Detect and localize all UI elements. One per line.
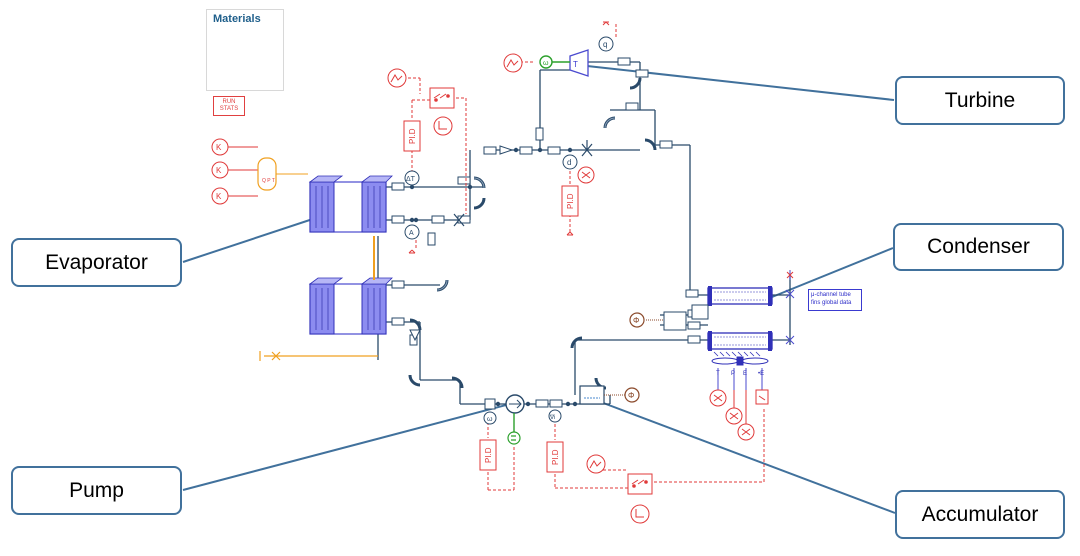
k-source-2: K bbox=[211, 161, 229, 179]
blue-signal-lines bbox=[717, 368, 763, 390]
area-sensor: A bbox=[404, 224, 420, 240]
torque-source bbox=[507, 431, 521, 445]
pump bbox=[484, 394, 525, 432]
turbine-speed-label: ω bbox=[543, 60, 549, 67]
callout-accumulator: Accumulator bbox=[895, 490, 1065, 539]
turbine-leader bbox=[577, 64, 895, 101]
callout-accumulator-label: Accumulator bbox=[921, 502, 1039, 526]
junction-dots bbox=[409, 147, 578, 407]
valve-evap bbox=[453, 213, 465, 227]
pipe-bends-outline bbox=[436, 117, 616, 291]
svg-text:Φ: Φ bbox=[633, 316, 639, 325]
actuators bbox=[577, 166, 769, 441]
svg-text:Q P T: Q P T bbox=[262, 178, 275, 184]
evaporator-lower bbox=[308, 277, 393, 335]
accumulator bbox=[579, 385, 625, 405]
process-piping bbox=[377, 61, 791, 405]
callout-evaporator-label: Evaporator bbox=[45, 250, 148, 274]
svg-text:q: q bbox=[603, 40, 607, 49]
step-source-1 bbox=[433, 116, 453, 136]
flux-sensor-1: Φ bbox=[629, 312, 645, 328]
svg-text:PI.D: PI.D bbox=[551, 449, 560, 465]
callout-turbine-label: Turbine bbox=[944, 88, 1016, 112]
omega-sensor: ω bbox=[483, 411, 497, 425]
pid-controller-1: PI.D bbox=[403, 120, 421, 152]
control-signal-lines bbox=[398, 24, 765, 491]
pid-controller-3: PI.D bbox=[479, 439, 497, 471]
svg-text:•E: •E bbox=[758, 371, 764, 377]
svg-text:Φ: Φ bbox=[628, 391, 634, 400]
svg-text:PI.D: PI.D bbox=[566, 193, 575, 209]
control-signal-lines-solid bbox=[226, 146, 763, 424]
accumulator-leader bbox=[597, 400, 896, 514]
ramp-source-1 bbox=[387, 68, 407, 88]
pid-controller-2: PI.D bbox=[561, 185, 579, 217]
condenser-lower bbox=[707, 331, 773, 357]
condenser-leader bbox=[771, 247, 894, 298]
pump-leader bbox=[182, 403, 511, 491]
callout-evaporator: Evaporator bbox=[11, 238, 182, 287]
condenser-fan bbox=[711, 356, 769, 366]
svg-text:PI.D: PI.D bbox=[484, 447, 493, 463]
ramp-source-3 bbox=[586, 454, 606, 474]
condenser-upper bbox=[707, 286, 773, 306]
pid-controller-4: PI.D bbox=[546, 441, 564, 473]
run-stats-button[interactable]: RUN STATS bbox=[213, 96, 245, 116]
cond-input-labels: T P E •E bbox=[716, 371, 764, 377]
valve-upper bbox=[581, 140, 593, 157]
svg-text:T: T bbox=[716, 371, 720, 377]
switch-lower bbox=[627, 473, 653, 495]
delta-t-sensor: ΔT bbox=[404, 170, 420, 186]
callout-condenser: Condenser bbox=[893, 223, 1064, 271]
svg-text:d: d bbox=[567, 158, 571, 167]
svg-text:K: K bbox=[216, 166, 222, 175]
svg-text:ΔT: ΔT bbox=[406, 176, 416, 183]
callout-leaders bbox=[182, 64, 896, 514]
d-sensor: d bbox=[562, 154, 578, 170]
callout-pump: Pump bbox=[11, 466, 182, 515]
turbine: T ω bbox=[539, 49, 589, 77]
condenser-note: μ-channel tube fins global data bbox=[808, 289, 862, 311]
callout-turbine: Turbine bbox=[895, 76, 1065, 125]
svg-text:A: A bbox=[409, 230, 414, 237]
callout-condenser-label: Condenser bbox=[927, 235, 1030, 258]
callout-pump-label: Pump bbox=[69, 478, 124, 502]
svg-text:PI.D: PI.D bbox=[408, 128, 417, 144]
terminals bbox=[408, 21, 610, 254]
materials-panel: Materials bbox=[206, 9, 284, 91]
materials-title: Materials bbox=[213, 13, 261, 25]
step-source-2 bbox=[630, 504, 650, 524]
orange-source bbox=[259, 351, 378, 361]
q-sensor: q bbox=[598, 36, 614, 52]
condenser-side-marks bbox=[785, 270, 795, 345]
svg-text:K: K bbox=[216, 192, 222, 201]
turbine-label: T bbox=[573, 60, 578, 69]
k-source-3: K bbox=[211, 187, 229, 205]
flux-sensor-2: Φ bbox=[624, 387, 640, 403]
k-source-1: K bbox=[211, 138, 229, 156]
svg-text:P: P bbox=[731, 371, 735, 377]
qpt-block: Q P T bbox=[257, 157, 277, 191]
ramp-source-2 bbox=[503, 53, 523, 73]
condenser-mid-block bbox=[646, 304, 709, 331]
evaporator-upper bbox=[308, 175, 393, 233]
nozzle bbox=[409, 145, 514, 342]
svg-text:K: K bbox=[216, 143, 222, 152]
svg-text:ω: ω bbox=[487, 416, 493, 423]
vi-sensor: ∇i bbox=[548, 409, 562, 423]
switch-upper bbox=[429, 87, 455, 109]
svg-text:∇i: ∇i bbox=[549, 414, 555, 421]
svg-text:E: E bbox=[743, 371, 747, 377]
